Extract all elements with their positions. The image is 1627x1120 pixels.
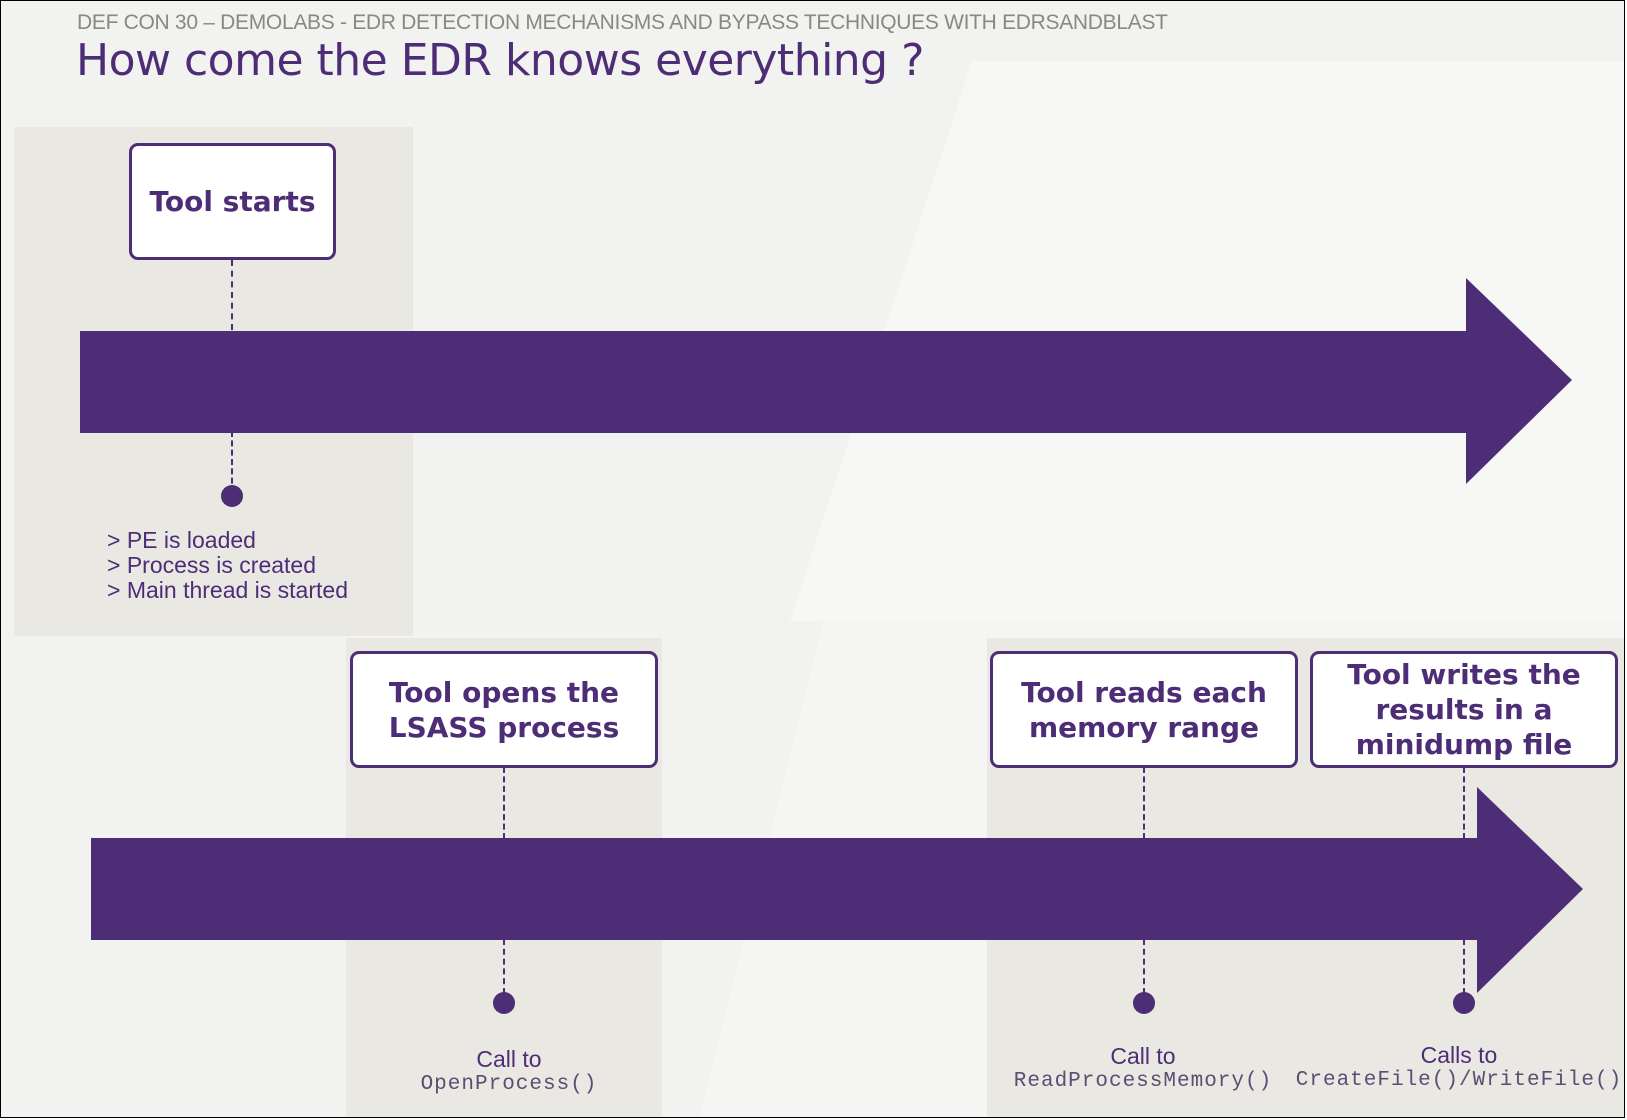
timeline-arrow-bottom — [91, 787, 1583, 993]
slide-subtitle: DEF CON 30 – DEMOLABS - EDR DETECTION ME… — [77, 11, 1168, 34]
api-function-name: CreateFile()/WriteFile() — [1295, 1069, 1623, 1092]
timeline-arrow-top — [80, 278, 1572, 484]
event-item: > Main thread is started — [107, 577, 348, 603]
step-box-read-memory: Tool reads each memory range — [990, 651, 1298, 768]
event-marker-dot — [493, 992, 515, 1014]
step-label: Tool writes the results in a minidump fi… — [1347, 658, 1581, 761]
slide-title: How come the EDR knows everything ? — [76, 35, 924, 86]
step-label: Tool reads each memory range — [1021, 675, 1267, 744]
api-function-name: ReadProcessMemory() — [1013, 1070, 1273, 1093]
step-box-write-minidump: Tool writes the results in a minidump fi… — [1310, 651, 1618, 768]
event-marker-dot — [1133, 992, 1155, 1014]
api-call-open-process: Call to OpenProcess() — [379, 1047, 639, 1097]
event-list: > PE is loaded > Process is created > Ma… — [107, 528, 348, 603]
call-label: Call to — [476, 1046, 542, 1072]
api-call-read-process-memory: Call to ReadProcessMemory() — [993, 1044, 1293, 1094]
connector-line — [231, 431, 233, 493]
event-marker-dot — [221, 485, 243, 507]
connector-line — [1463, 939, 1465, 994]
call-label: Call to — [1110, 1043, 1176, 1069]
connector-line — [503, 939, 505, 994]
api-function-name: OpenProcess() — [420, 1073, 598, 1096]
call-label: Calls to — [1420, 1042, 1498, 1068]
connector-line — [503, 767, 505, 839]
step-box-tool-starts: Tool starts — [129, 143, 336, 260]
connector-line — [1143, 939, 1145, 994]
step-box-open-lsass: Tool opens the LSASS process — [350, 651, 658, 768]
connector-line — [231, 260, 233, 330]
event-item: > Process is created — [107, 552, 317, 578]
api-call-createfile-writefile: Calls to CreateFile()/WriteFile() — [1294, 1043, 1624, 1093]
event-item: > PE is loaded — [107, 527, 256, 553]
connector-line — [1463, 767, 1465, 839]
connector-line — [1143, 767, 1145, 839]
event-marker-dot — [1453, 992, 1475, 1014]
step-label: Tool starts — [149, 185, 316, 218]
step-label: Tool opens the LSASS process — [388, 675, 620, 744]
